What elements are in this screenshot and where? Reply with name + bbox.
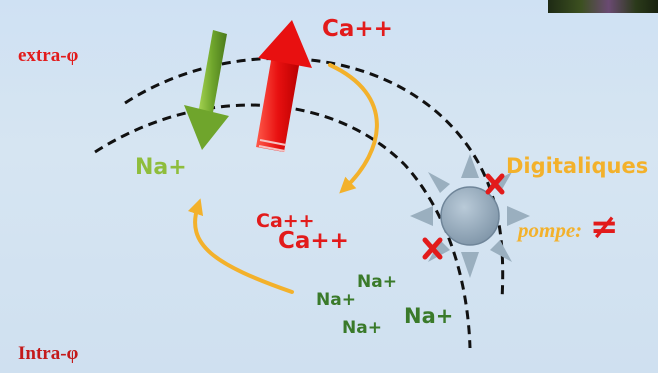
block-mark-bottom — [422, 237, 443, 260]
intracellular-label: Intra-φ — [18, 343, 79, 364]
gold-arrow-down — [328, 63, 379, 194]
photo-corner — [548, 0, 658, 13]
pompe-label: pompe: — [518, 218, 583, 242]
membrane-inner-arc — [94, 103, 472, 349]
extracellular-label: extra-φ — [18, 45, 79, 66]
gold-arrow-up — [187, 198, 294, 294]
na-label-2: Na+ — [316, 290, 356, 310]
ca-extracellular-label: Ca++ — [322, 16, 393, 42]
ca-small-label: Ca++ — [256, 210, 315, 232]
pump-icon — [410, 154, 530, 278]
na-influx-arrow — [184, 30, 229, 150]
na-label-3: Na+ — [342, 318, 382, 338]
digitaliques-label: Digitaliques — [506, 154, 649, 178]
na-intracellular-label: Na+ — [135, 155, 187, 180]
ca-large-label: Ca++ — [278, 228, 349, 254]
na-label-4: Na+ — [404, 304, 454, 328]
ca-efflux-arrow — [256, 20, 312, 152]
na-label-1: Na+ — [357, 272, 397, 292]
block-mark-top — [485, 173, 505, 195]
membrane-outer-arc — [124, 56, 505, 301]
not-equal-symbol: ≠ — [590, 207, 619, 247]
